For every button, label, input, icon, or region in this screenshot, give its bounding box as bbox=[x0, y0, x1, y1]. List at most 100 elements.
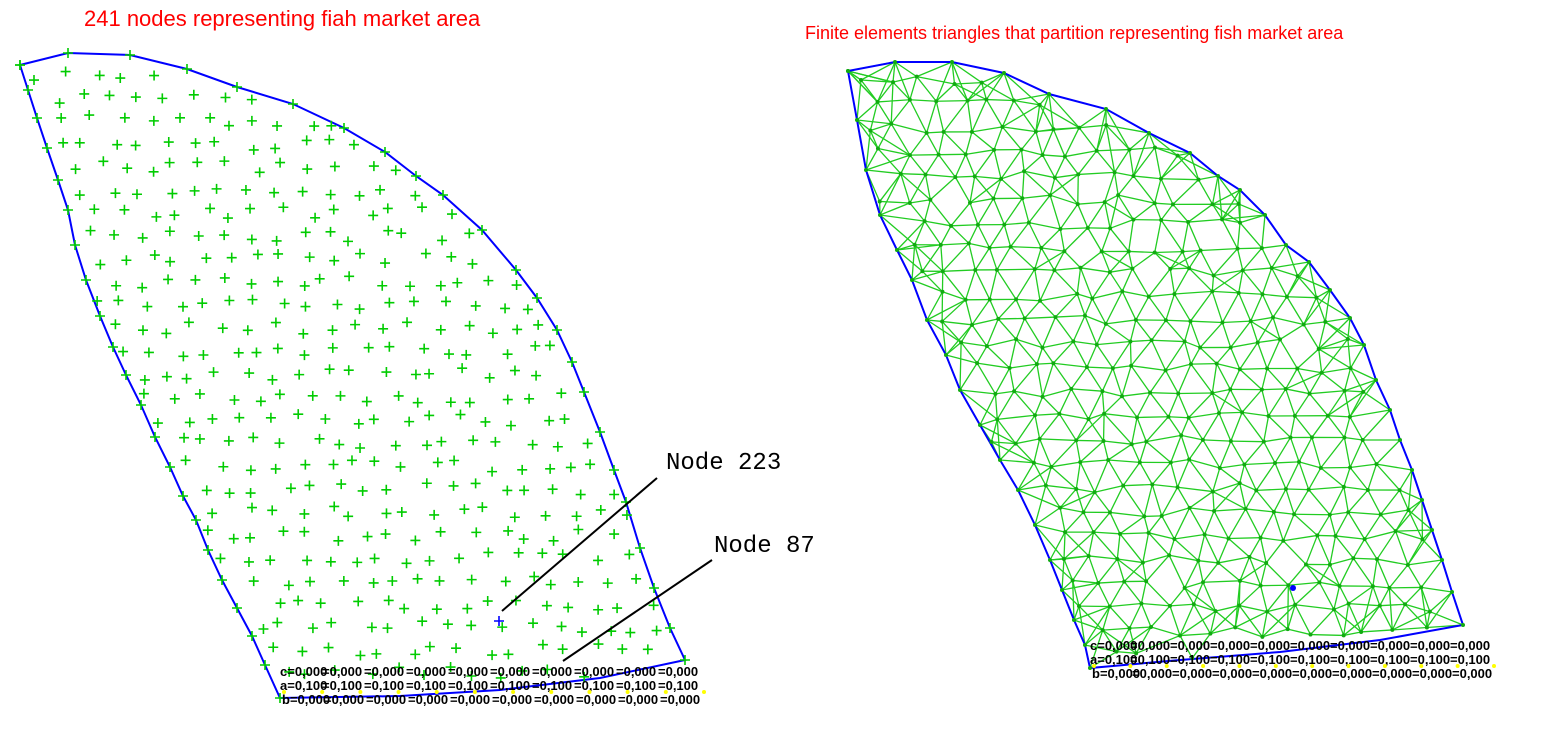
left-panel: c=0,000=0,000=0,000=0,000=0,000=0,000=0,… bbox=[15, 48, 815, 707]
mesh-node bbox=[1187, 266, 1192, 271]
node-marker bbox=[609, 465, 619, 475]
mesh-node bbox=[1233, 625, 1238, 630]
mesh-edge bbox=[926, 319, 962, 343]
mesh-edge bbox=[1407, 509, 1433, 531]
mesh-node bbox=[1163, 368, 1168, 373]
mesh-edge bbox=[1094, 459, 1109, 493]
mesh-node bbox=[1190, 656, 1195, 661]
mesh-node bbox=[1037, 436, 1042, 441]
node-marker bbox=[532, 293, 542, 303]
mesh-edge bbox=[1242, 411, 1269, 417]
node-marker bbox=[452, 277, 463, 288]
mesh-edge bbox=[1188, 458, 1220, 469]
node-marker bbox=[273, 248, 284, 259]
mesh-node bbox=[1099, 249, 1104, 254]
mesh-edge bbox=[1142, 562, 1147, 582]
node-marker bbox=[178, 491, 188, 501]
mesh-edge bbox=[1219, 463, 1245, 469]
mesh-node bbox=[1228, 439, 1233, 444]
mesh-edge bbox=[1266, 584, 1289, 613]
mesh-node bbox=[967, 200, 972, 205]
mesh-edge bbox=[966, 100, 973, 132]
mesh-edge bbox=[1064, 511, 1084, 533]
mesh-node bbox=[1131, 217, 1136, 222]
mesh-node bbox=[1062, 154, 1067, 159]
node-marker bbox=[220, 92, 231, 103]
mesh-edge bbox=[1257, 338, 1281, 344]
node-marker bbox=[130, 92, 141, 103]
mesh-edge bbox=[1073, 605, 1080, 621]
mesh-edge bbox=[1161, 486, 1179, 517]
mesh-edge bbox=[1169, 605, 1181, 636]
mesh-node bbox=[1348, 316, 1352, 320]
mesh-edge bbox=[1298, 461, 1310, 490]
node-marker bbox=[368, 414, 379, 425]
mesh-edge bbox=[1087, 227, 1103, 252]
mesh-edge bbox=[1334, 511, 1349, 537]
mesh-node bbox=[1040, 394, 1045, 399]
mesh-edge bbox=[1230, 412, 1243, 442]
mesh-edge bbox=[995, 390, 1015, 395]
mesh-edge bbox=[1102, 606, 1111, 631]
node-marker bbox=[130, 140, 141, 151]
mesh-edge bbox=[1148, 293, 1175, 298]
mesh-edge bbox=[996, 246, 1012, 271]
node-marker bbox=[602, 578, 613, 589]
node-marker bbox=[328, 459, 339, 470]
mesh-edge bbox=[1179, 635, 1193, 659]
mesh-edge bbox=[916, 61, 953, 78]
mesh-edge bbox=[1154, 202, 1173, 206]
node-marker bbox=[137, 282, 148, 293]
mesh-edge bbox=[1105, 319, 1136, 325]
highlighted-node bbox=[494, 616, 504, 626]
mesh-edge bbox=[1230, 440, 1245, 465]
mesh-edge bbox=[1250, 294, 1264, 322]
mesh-edge bbox=[1249, 556, 1267, 564]
mesh-edge bbox=[1184, 587, 1216, 612]
node-marker bbox=[332, 299, 343, 310]
mesh-edge bbox=[997, 298, 1017, 320]
mesh-node bbox=[1238, 188, 1242, 192]
mesh-node bbox=[1258, 583, 1263, 588]
mesh-edge bbox=[1101, 228, 1111, 252]
mesh-node bbox=[1039, 245, 1044, 250]
node-marker bbox=[273, 276, 284, 287]
mesh-edge bbox=[1325, 317, 1351, 323]
boundary-value-label: =0,000 bbox=[616, 664, 656, 679]
mesh-edge bbox=[1239, 483, 1247, 510]
node-marker bbox=[247, 631, 257, 641]
node-marker bbox=[260, 660, 270, 670]
mesh-edge bbox=[1179, 610, 1216, 637]
mesh-node bbox=[1158, 176, 1163, 181]
node-marker bbox=[418, 669, 429, 680]
node-marker bbox=[524, 393, 535, 404]
node-marker bbox=[70, 164, 81, 175]
mesh-edge bbox=[1429, 611, 1464, 626]
mesh-edge bbox=[869, 130, 879, 149]
mesh-node bbox=[1331, 607, 1336, 612]
mesh-edge bbox=[1367, 463, 1378, 491]
mesh-edge bbox=[876, 101, 892, 125]
mesh-edge bbox=[1034, 396, 1044, 416]
mesh-edge bbox=[1204, 534, 1219, 564]
node-marker bbox=[382, 203, 393, 214]
mesh-node bbox=[1070, 578, 1075, 583]
mesh-edge bbox=[1130, 339, 1152, 343]
mesh-edge bbox=[976, 362, 996, 395]
mesh-edge bbox=[1096, 340, 1131, 346]
mesh-node bbox=[1129, 363, 1134, 368]
mesh-edge bbox=[1202, 439, 1231, 442]
mesh-edge bbox=[1035, 104, 1041, 132]
mesh-edge bbox=[1230, 320, 1252, 348]
mesh-edge bbox=[1150, 626, 1181, 637]
mesh-edge bbox=[1241, 389, 1263, 413]
boundary-value-label: =0,100 bbox=[448, 678, 488, 693]
mesh-edge bbox=[860, 79, 879, 103]
mesh-node bbox=[1078, 460, 1083, 465]
mesh-edge bbox=[1135, 634, 1181, 654]
mesh-edge bbox=[1053, 269, 1078, 295]
mesh-edge bbox=[977, 362, 1010, 369]
mesh-edge bbox=[959, 342, 962, 391]
boundary-value-label: =0,100 bbox=[616, 678, 656, 693]
node-marker bbox=[390, 165, 401, 176]
